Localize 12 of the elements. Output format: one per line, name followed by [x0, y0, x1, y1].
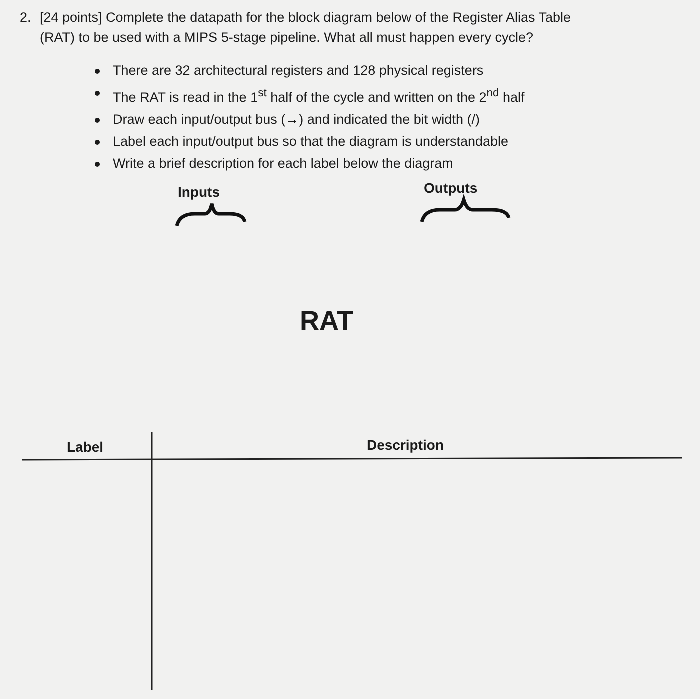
block-label: RAT — [300, 305, 354, 337]
output-heading: Outputs — [424, 179, 478, 198]
bullet-item: Draw each input/output bus (→) and indicated the bit width (/) — [113, 112, 480, 126]
column-header: Description — [367, 436, 444, 455]
bullet-item: There are 32 architectural registers and 128 physical registers — [113, 63, 484, 78]
input-heading: Inputs — [178, 183, 220, 202]
question-text: [24 points] Complete the datapath for the block diagram below of the Register Alias Table (RAT) to be used with a MIPS 5-stage pipeline. What all must happen every cycle? — [40, 9, 572, 47]
column-header: Label — [67, 438, 104, 457]
bullet-item: The RAT is read in the 1$^{st}$ half of the cycle and written on the 2$^{nd}$ half — [113, 90, 525, 104]
bullet-item: Label each input/output bus so that the diagram is understandable — [113, 134, 509, 148]
question-number: 2. — [20, 9, 32, 27]
bullet-item: Write a brief description for each label below the diagram — [113, 156, 454, 170]
